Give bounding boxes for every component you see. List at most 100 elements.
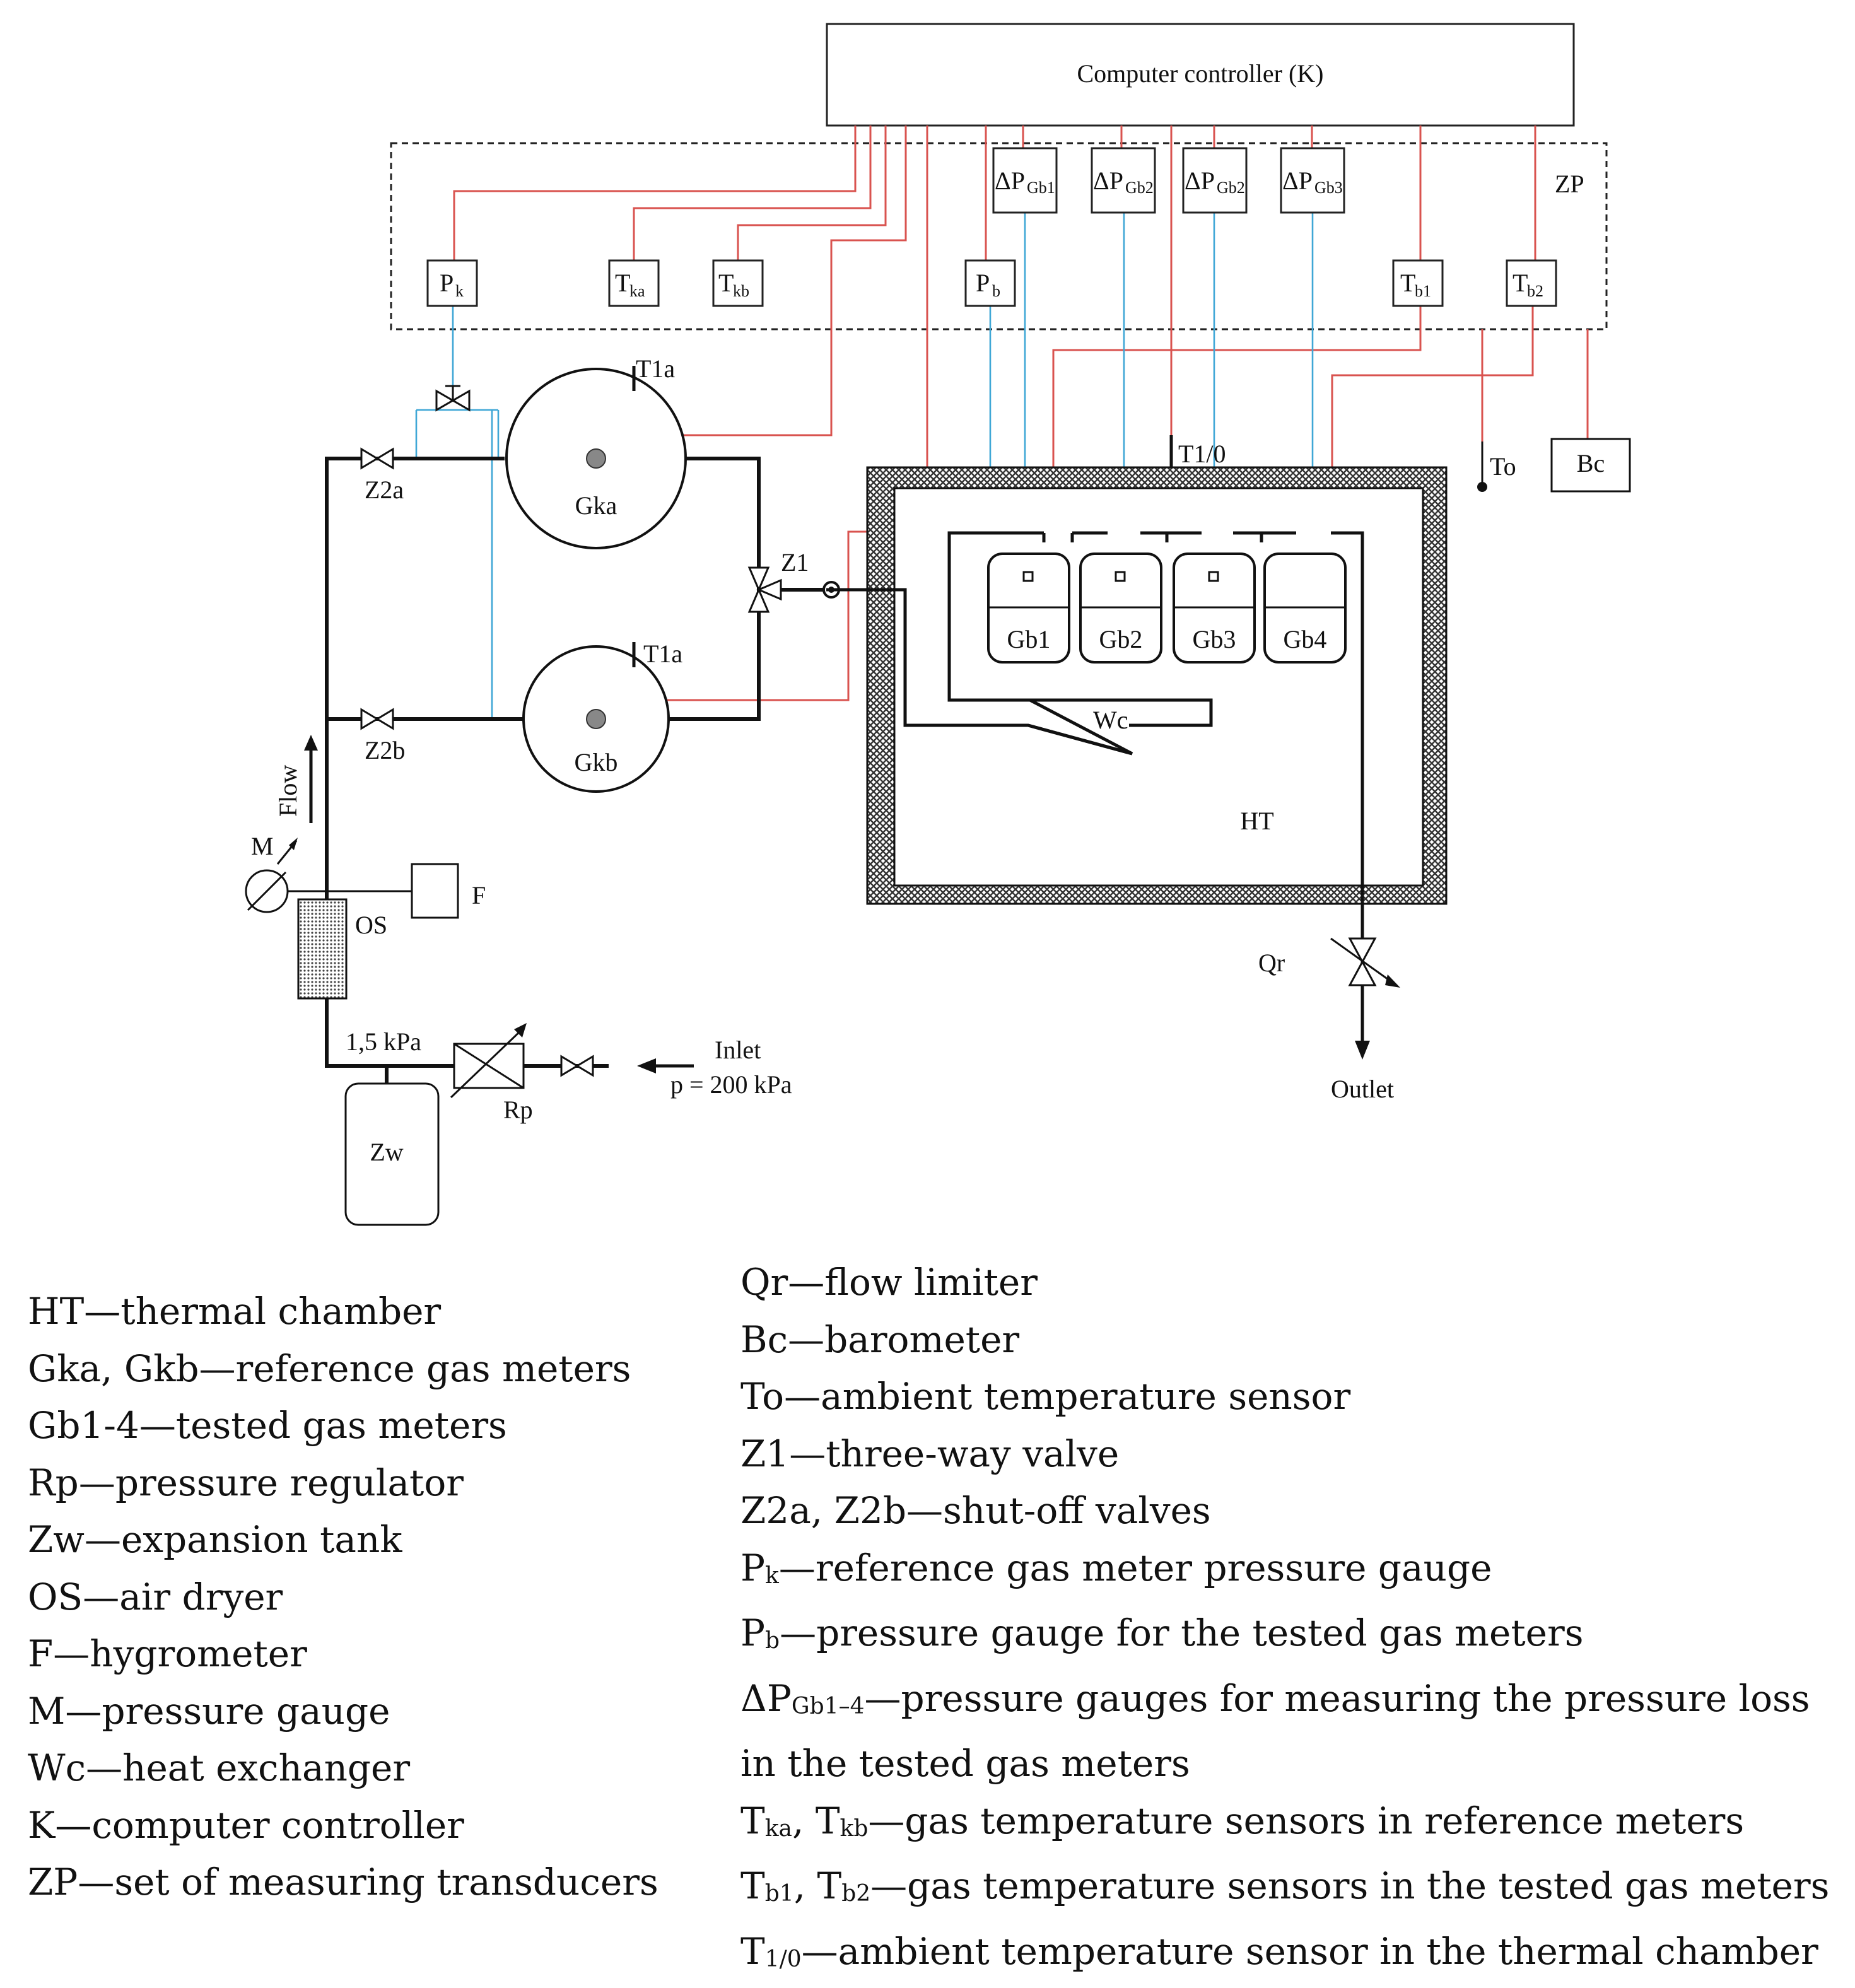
- svg-text:b1: b1: [1415, 282, 1431, 300]
- legend-item-dp-cont: in the tested gas meters: [740, 1735, 1829, 1792]
- legend-item-gb: Gb1-4—tested gas meters: [28, 1397, 658, 1454]
- zp-label: ZP: [1555, 170, 1584, 198]
- legend-item-dp: ΔPGb1–4—pressure gauges for measuring th…: [740, 1670, 1829, 1736]
- outlet-label: Outlet: [1331, 1075, 1394, 1103]
- sensor-to: To: [1477, 441, 1516, 492]
- svg-text:T: T: [718, 269, 734, 297]
- svg-text:T: T: [615, 269, 630, 297]
- svg-text:T: T: [1513, 269, 1528, 297]
- transducer-tka: T ka: [609, 260, 658, 306]
- transducer-pb: P b: [966, 260, 1015, 306]
- svg-text:T1a: T1a: [643, 640, 682, 668]
- svg-text:Gb1: Gb1: [1027, 178, 1055, 197]
- svg-text:ka: ka: [629, 282, 645, 300]
- svg-text:ΔP: ΔP: [1282, 167, 1313, 195]
- legend-item-t10: T1/0—ambient temperature sensor in the t…: [740, 1923, 1829, 1988]
- svg-text:Gka: Gka: [575, 491, 617, 520]
- z2b-label: Z2b: [365, 736, 405, 764]
- legend-item-pk: Pk—reference gas meter pressure gauge: [740, 1540, 1829, 1605]
- transducer-pk: P k: [428, 260, 477, 306]
- transducer-dp-gb1: ΔP Gb1: [993, 148, 1056, 213]
- svg-text:ΔP: ΔP: [1185, 167, 1215, 195]
- svg-text:T1a: T1a: [636, 354, 675, 383]
- legend-item-bc: Bc—barometer: [740, 1311, 1829, 1369]
- transducer-tb1: T b1: [1393, 260, 1442, 306]
- qr-label: Qr: [1258, 949, 1285, 977]
- svg-text:k: k: [455, 282, 464, 300]
- outlet-arrow: [1355, 1022, 1370, 1060]
- reference-meter-gkb: Gkb: [524, 646, 669, 792]
- transducer-tkb: T kb: [713, 260, 763, 306]
- legend-item-pb: Pb—pressure gauge for the tested gas met…: [740, 1605, 1829, 1670]
- legend-item-to: To—ambient temperature sensor: [740, 1368, 1829, 1425]
- transducer-dp-gb4: ΔP Gb3: [1281, 148, 1344, 213]
- tested-meter-gb3: Gb3: [1174, 554, 1255, 662]
- svg-text:Gb2: Gb2: [1217, 178, 1245, 197]
- svg-text:Gb4: Gb4: [1284, 625, 1327, 653]
- transducer-dp-gb3: ΔP Gb2: [1183, 148, 1246, 213]
- inlet-label: Inlet: [715, 1036, 761, 1064]
- computer-controller: Computer controller (K): [827, 24, 1574, 126]
- tested-meter-gb4: Gb4: [1265, 554, 1345, 662]
- tested-meter-gb1: Gb1: [988, 554, 1069, 662]
- three-way-valve-z1: [749, 568, 781, 612]
- valve-z2a: [361, 449, 393, 468]
- z1-label: Z1: [781, 548, 809, 576]
- flow-label: Flow: [274, 765, 302, 817]
- svg-text:Gb3: Gb3: [1314, 178, 1343, 197]
- svg-text:b: b: [992, 282, 1000, 300]
- f-label: F: [472, 881, 486, 909]
- wc-label: Wc: [1093, 706, 1128, 734]
- legend-item-k: K—computer controller: [28, 1797, 658, 1854]
- rp-label: Rp: [503, 1096, 533, 1124]
- zw-label: Zw: [370, 1138, 403, 1166]
- legend-item-rp: Rp—pressure regulator: [28, 1454, 658, 1512]
- svg-text:P: P: [976, 269, 990, 297]
- ht-label: HT: [1240, 807, 1273, 835]
- os-label: OS: [355, 911, 387, 939]
- flow-arrow: [304, 735, 318, 823]
- sensor-t10: T1/0: [1171, 435, 1226, 468]
- svg-text:T1/0: T1/0: [1178, 440, 1226, 468]
- legend-item-ht: HT—thermal chamber: [28, 1283, 658, 1340]
- svg-text:Gb1: Gb1: [1007, 625, 1051, 653]
- z2a-label: Z2a: [365, 476, 404, 504]
- valve-inlet: [561, 1056, 593, 1075]
- legend-item-zw: Zw—expansion tank: [28, 1511, 658, 1569]
- svg-text:Bc: Bc: [1577, 449, 1605, 477]
- barometer-bc: Bc: [1552, 439, 1630, 491]
- svg-text:b2: b2: [1527, 282, 1543, 300]
- svg-text:Gkb: Gkb: [575, 748, 618, 776]
- svg-text:P: P: [440, 269, 454, 297]
- legend-item-tka-tkb: Tka, Tkb—gas temperature sensors in refe…: [740, 1792, 1829, 1858]
- m-label: M: [251, 832, 274, 860]
- svg-text:kb: kb: [733, 282, 749, 300]
- svg-text:Gb2: Gb2: [1099, 625, 1143, 653]
- svg-text:To: To: [1490, 452, 1516, 481]
- transducer-dp-gb2: ΔP Gb2: [1092, 148, 1155, 213]
- svg-text:T: T: [1400, 269, 1415, 297]
- legend-item-m: M—pressure gauge: [28, 1683, 658, 1740]
- legend-item-z1: Z1—three-way valve: [740, 1425, 1829, 1483]
- tested-meter-gb2: Gb2: [1080, 554, 1161, 662]
- valve-pk-line: [436, 386, 469, 410]
- svg-text:Gb3: Gb3: [1193, 625, 1236, 653]
- reference-meter-gka: Gka: [506, 369, 686, 548]
- legend-item-qr: Qr—flow limiter: [740, 1254, 1829, 1311]
- flow-limiter-qr: [1331, 938, 1400, 988]
- pressure-regulator-rp: [451, 1023, 527, 1097]
- legend-item-gka-gkb: Gka, Gkb—reference gas meters: [28, 1340, 658, 1398]
- legend-left: HT—thermal chamber Gka, Gkb—reference ga…: [28, 1283, 658, 1911]
- valve-z2b: [361, 710, 393, 728]
- svg-text:ΔP: ΔP: [995, 167, 1025, 195]
- pressure-label: 1,5 kPa: [346, 1027, 421, 1056]
- legend-item-wc: Wc—heat exchanger: [28, 1740, 658, 1797]
- legend-item-zp: ZP—set of measuring transducers: [28, 1854, 658, 1911]
- air-dryer-os: [298, 899, 346, 998]
- legend-right: Qr—flow limiter Bc—barometer To—ambient …: [740, 1254, 1829, 1988]
- legend-item-f: F—hygrometer: [28, 1625, 658, 1683]
- legend-item-tb1-tb2: Tb1, Tb2—gas temperature sensors in the …: [740, 1857, 1829, 1923]
- legend-item-z2: Z2a, Z2b—shut-off valves: [740, 1482, 1829, 1540]
- transducer-tb2: T b2: [1507, 260, 1556, 306]
- legend-item-os: OS—air dryer: [28, 1569, 658, 1626]
